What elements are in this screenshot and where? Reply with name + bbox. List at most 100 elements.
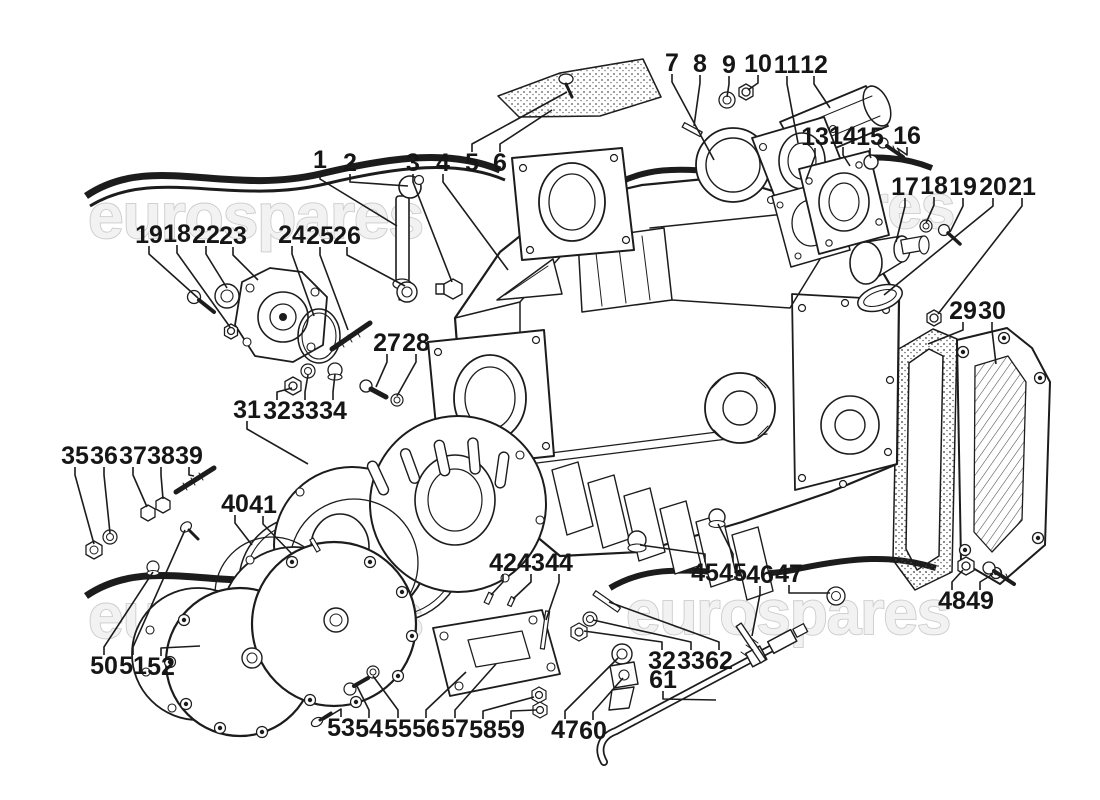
part-number-label: 60 — [579, 717, 607, 745]
part-number-label: 18 — [920, 172, 948, 200]
callout-leader-line — [375, 354, 388, 388]
callout-leader-line — [895, 198, 906, 243]
washer-28 — [390, 393, 404, 407]
screw-53 — [310, 711, 333, 728]
callout-leader-line — [869, 148, 872, 159]
callout-leader-line — [564, 657, 619, 719]
part-number-label: 32 — [263, 397, 291, 425]
part-number-label: 5 — [465, 149, 479, 177]
front-cover-small — [214, 267, 373, 364]
callout-leader-line — [592, 619, 692, 650]
seal-ring-20 — [857, 283, 903, 313]
part-number-label: 54 — [355, 715, 383, 743]
screw-5 — [558, 73, 574, 85]
part-number-label: 30 — [978, 297, 1006, 325]
callout-leader-line — [276, 387, 293, 400]
part-number-label: 8 — [693, 50, 707, 78]
callout-leader-line — [322, 708, 342, 721]
part-number-label: 4 — [436, 149, 450, 177]
fasteners-35-39 — [85, 465, 217, 560]
callout-leader-line — [425, 671, 467, 718]
nut-10 — [738, 83, 754, 101]
part-number-label: 62 — [705, 647, 733, 675]
part-number-label: 16 — [893, 122, 921, 150]
part-number-label: 42 — [489, 549, 517, 577]
stud-62 — [592, 590, 622, 613]
callout-leader-line — [262, 516, 293, 555]
dome-plug-45a — [627, 530, 647, 553]
part-number-label: 55 — [384, 715, 412, 743]
nut-32b — [570, 622, 588, 642]
part-number-label: 35 — [61, 442, 89, 470]
watermark-swoosh — [84, 154, 502, 199]
part-number-label: 34 — [319, 397, 347, 425]
callout-leader-line — [454, 663, 497, 718]
part-number-label: 46 — [746, 561, 774, 589]
callout-leader-line — [499, 109, 553, 152]
pin-42 — [483, 591, 494, 605]
part-number-label: 10 — [744, 50, 772, 78]
callout-leader-line — [786, 76, 799, 144]
callout-leader-line — [883, 198, 994, 296]
part-number-label: 19 — [949, 173, 977, 201]
callout-leader-line — [510, 709, 537, 719]
callout-leader-line — [188, 467, 195, 477]
bottom-plate — [432, 609, 561, 697]
callout-leader-line — [160, 645, 201, 656]
part-number-label: 23 — [219, 222, 247, 250]
part-number-label: 15 — [856, 123, 884, 151]
part-number-label: 2 — [343, 149, 357, 177]
screw-51 — [179, 521, 200, 541]
callout-leader-line — [751, 586, 761, 637]
callout-leader-line — [991, 322, 997, 365]
callout-leader-line — [949, 198, 964, 233]
part-number-label: 11 — [774, 51, 801, 79]
callout-leader-line — [372, 675, 399, 718]
callout-leader-line — [482, 696, 535, 719]
callout-leader-line — [927, 322, 964, 345]
callout-leader-line — [291, 246, 315, 317]
callout-leader-line — [512, 574, 532, 600]
callout-leader-line — [148, 246, 199, 299]
part-number-label: 1 — [313, 146, 327, 174]
part-number-label: 26 — [333, 222, 361, 250]
part-number-label: 13 — [801, 123, 829, 151]
washer-47 — [826, 586, 846, 606]
part-number-label: 18 — [163, 220, 191, 248]
callout-leader-line — [304, 374, 309, 400]
part-number-label: 24 — [278, 221, 306, 249]
callout-leader-line — [471, 91, 568, 152]
callout-leader-line — [805, 148, 816, 181]
part-number-label: 22 — [192, 221, 220, 249]
banjo-fitting — [608, 643, 639, 711]
part-number-label: 49 — [966, 587, 994, 615]
nuts-58-59 — [531, 686, 548, 719]
part-number-label: 14 — [829, 122, 857, 150]
callout-leader-line — [662, 691, 717, 701]
part-number-label: 58 — [469, 716, 497, 744]
callout-leader-line — [979, 573, 994, 590]
callout-leader-line — [412, 174, 453, 283]
callout-leader-line — [232, 247, 259, 281]
cooling-fins — [551, 461, 774, 601]
nut-18-left — [223, 323, 239, 340]
callout-leader-line — [176, 245, 231, 328]
part-number-label: 38 — [147, 442, 175, 470]
part-number-label: 25 — [306, 222, 334, 250]
callout-leader-line — [346, 247, 406, 287]
part-number-label: 36 — [90, 442, 118, 470]
part-number-label: 47 — [775, 560, 803, 588]
part-number-label: 61 — [649, 666, 677, 694]
part-number-label: 45 — [719, 559, 747, 587]
callout-leader-line — [813, 76, 831, 109]
dome-plug-45b — [708, 508, 726, 529]
rear-flange-group — [771, 137, 962, 327]
ribbed-housing — [273, 415, 547, 624]
callout-leader-line — [608, 601, 720, 650]
part-number-label: 27 — [373, 329, 401, 357]
stud-46 — [735, 622, 767, 664]
part-number-label: 56 — [412, 715, 440, 743]
watermark-text: eurospares — [88, 180, 423, 252]
part-number-label: 45 — [691, 559, 719, 587]
